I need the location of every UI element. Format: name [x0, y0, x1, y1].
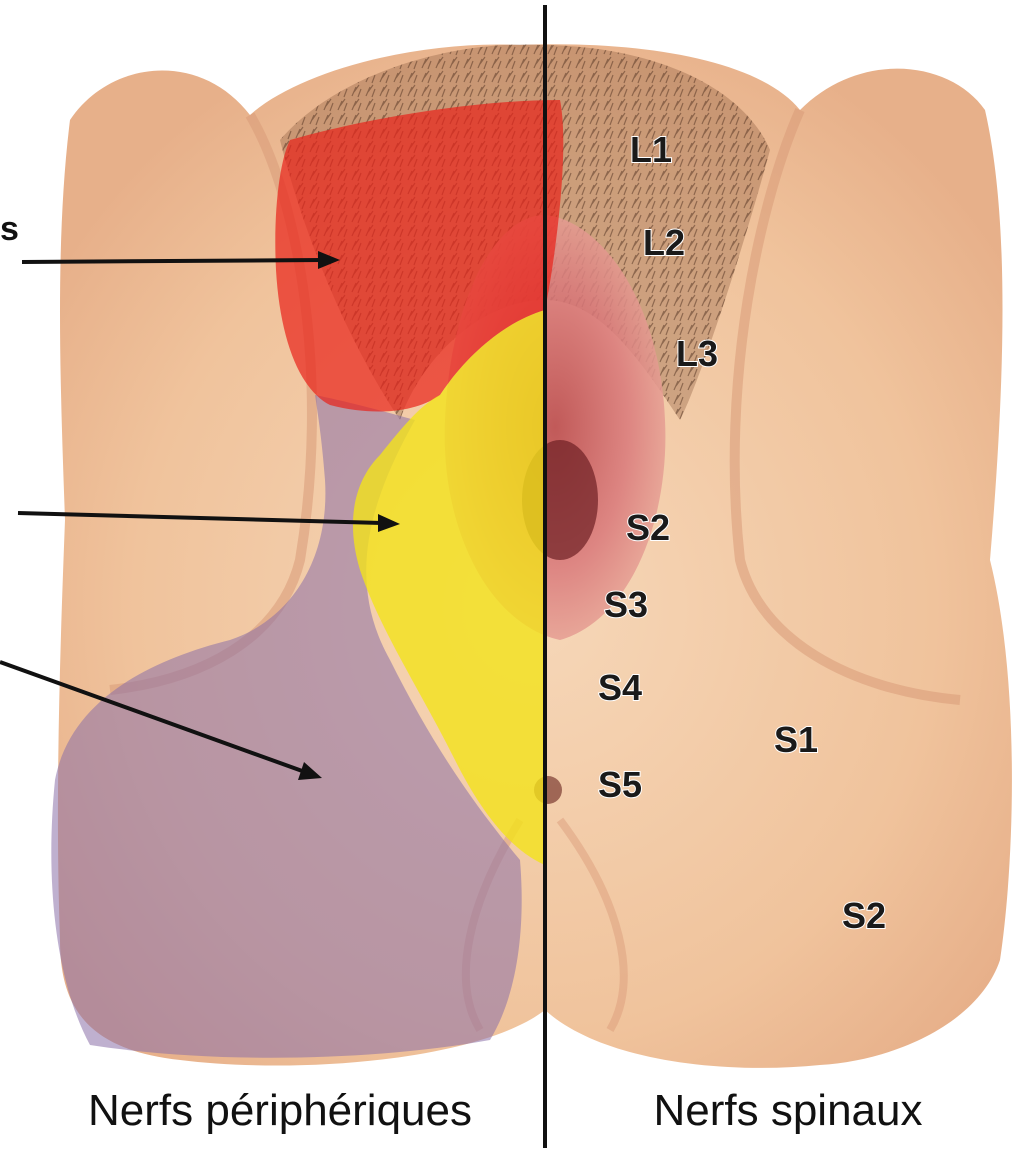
- label-l2: L2: [643, 222, 685, 263]
- cropped-left-label: s: [0, 210, 19, 248]
- caption-spinal-nerves: Nerfs spinaux: [653, 1086, 922, 1135]
- label-s5: S5: [598, 764, 642, 805]
- label-s2-upper: S2: [626, 507, 670, 548]
- label-l3: L3: [676, 333, 718, 374]
- label-s3: S3: [604, 584, 648, 625]
- label-s4: S4: [598, 667, 642, 708]
- caption-peripheral-nerves: Nerfs périphériques: [88, 1086, 472, 1135]
- label-s1: S1: [774, 719, 818, 760]
- label-s2-lower: S2: [842, 895, 886, 936]
- label-l1: L1: [630, 129, 672, 170]
